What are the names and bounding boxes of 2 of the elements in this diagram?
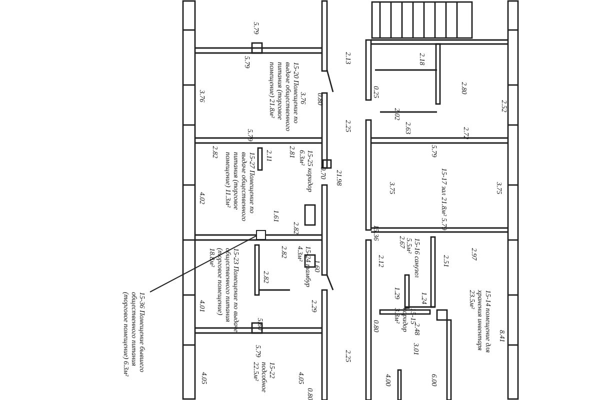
leader-line [150,236,256,292]
wall-column [256,230,266,240]
